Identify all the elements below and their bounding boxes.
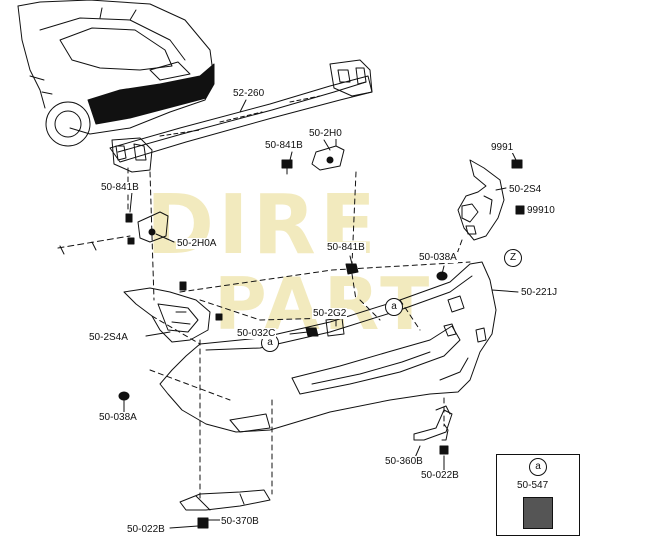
part-label-bumper-fascia: 50-221J: [520, 287, 559, 298]
clip-032c: [305, 327, 319, 337]
clip-038a-left: [118, 391, 130, 401]
side-bracket-left: [123, 281, 223, 343]
side-bracket-right: [457, 159, 525, 241]
part-label-clip-038a-right: 50-038A: [418, 252, 458, 263]
ref-circle-a-center: a: [385, 298, 403, 316]
part-label-clip-99910: 99910: [526, 205, 556, 216]
part-label-side-bracket-right: 50-2S4: [508, 184, 543, 195]
bracket-2h0a: [57, 211, 169, 255]
part-label-bolt-841b-left: 50-841B: [100, 182, 140, 193]
inset-part-pad: [523, 497, 553, 529]
leader-lines: [123, 99, 525, 529]
rear-reinforcement-beam: [109, 59, 373, 173]
part-label-side-bracket-left: 50-2S4A: [88, 332, 129, 343]
watermark-line-1: DIRE: [146, 178, 380, 273]
inset-detail-box: a 50-547: [496, 454, 580, 536]
assembly-lines: [127, 167, 471, 501]
bracket-2h0: [311, 131, 345, 171]
inset-part-label: 50-547: [516, 480, 550, 491]
part-label-bolt-022b-right: 50-022B: [420, 470, 460, 481]
part-label-clip-032c: 50-032C: [236, 328, 277, 339]
car-rear-view: [17, 0, 215, 147]
part-label-bolt-841b-center: 50-841B: [264, 140, 304, 151]
part-label-bolt-022b-left: 50-022B: [126, 524, 166, 535]
part-label-lower-bracket: 50-370B: [220, 516, 260, 527]
part-label-reinforcement: 52-260: [232, 88, 266, 99]
part-label-cover-2g2: 50-2G2: [312, 308, 348, 319]
sensor-bracket: [413, 405, 453, 455]
part-label-bracket-2h0a: 50-2H0A: [176, 238, 218, 249]
part-label-bracket-2h0: 50-2H0: [308, 128, 343, 139]
lower-bracket: [179, 489, 271, 529]
part-label-bolt-841b-bumper: 50-841B: [326, 242, 366, 253]
bumper-fascia: [159, 261, 497, 433]
bolt-841b-center: [281, 159, 293, 175]
part-label-screw-9991: 9991: [490, 142, 515, 153]
inset-ref-circle-a: a: [529, 458, 547, 476]
part-label-clip-038a-left: 50-038A: [98, 412, 138, 423]
ref-circle-z: Z: [504, 249, 522, 267]
part-label-sensor-bracket: 50-360B: [384, 456, 424, 467]
